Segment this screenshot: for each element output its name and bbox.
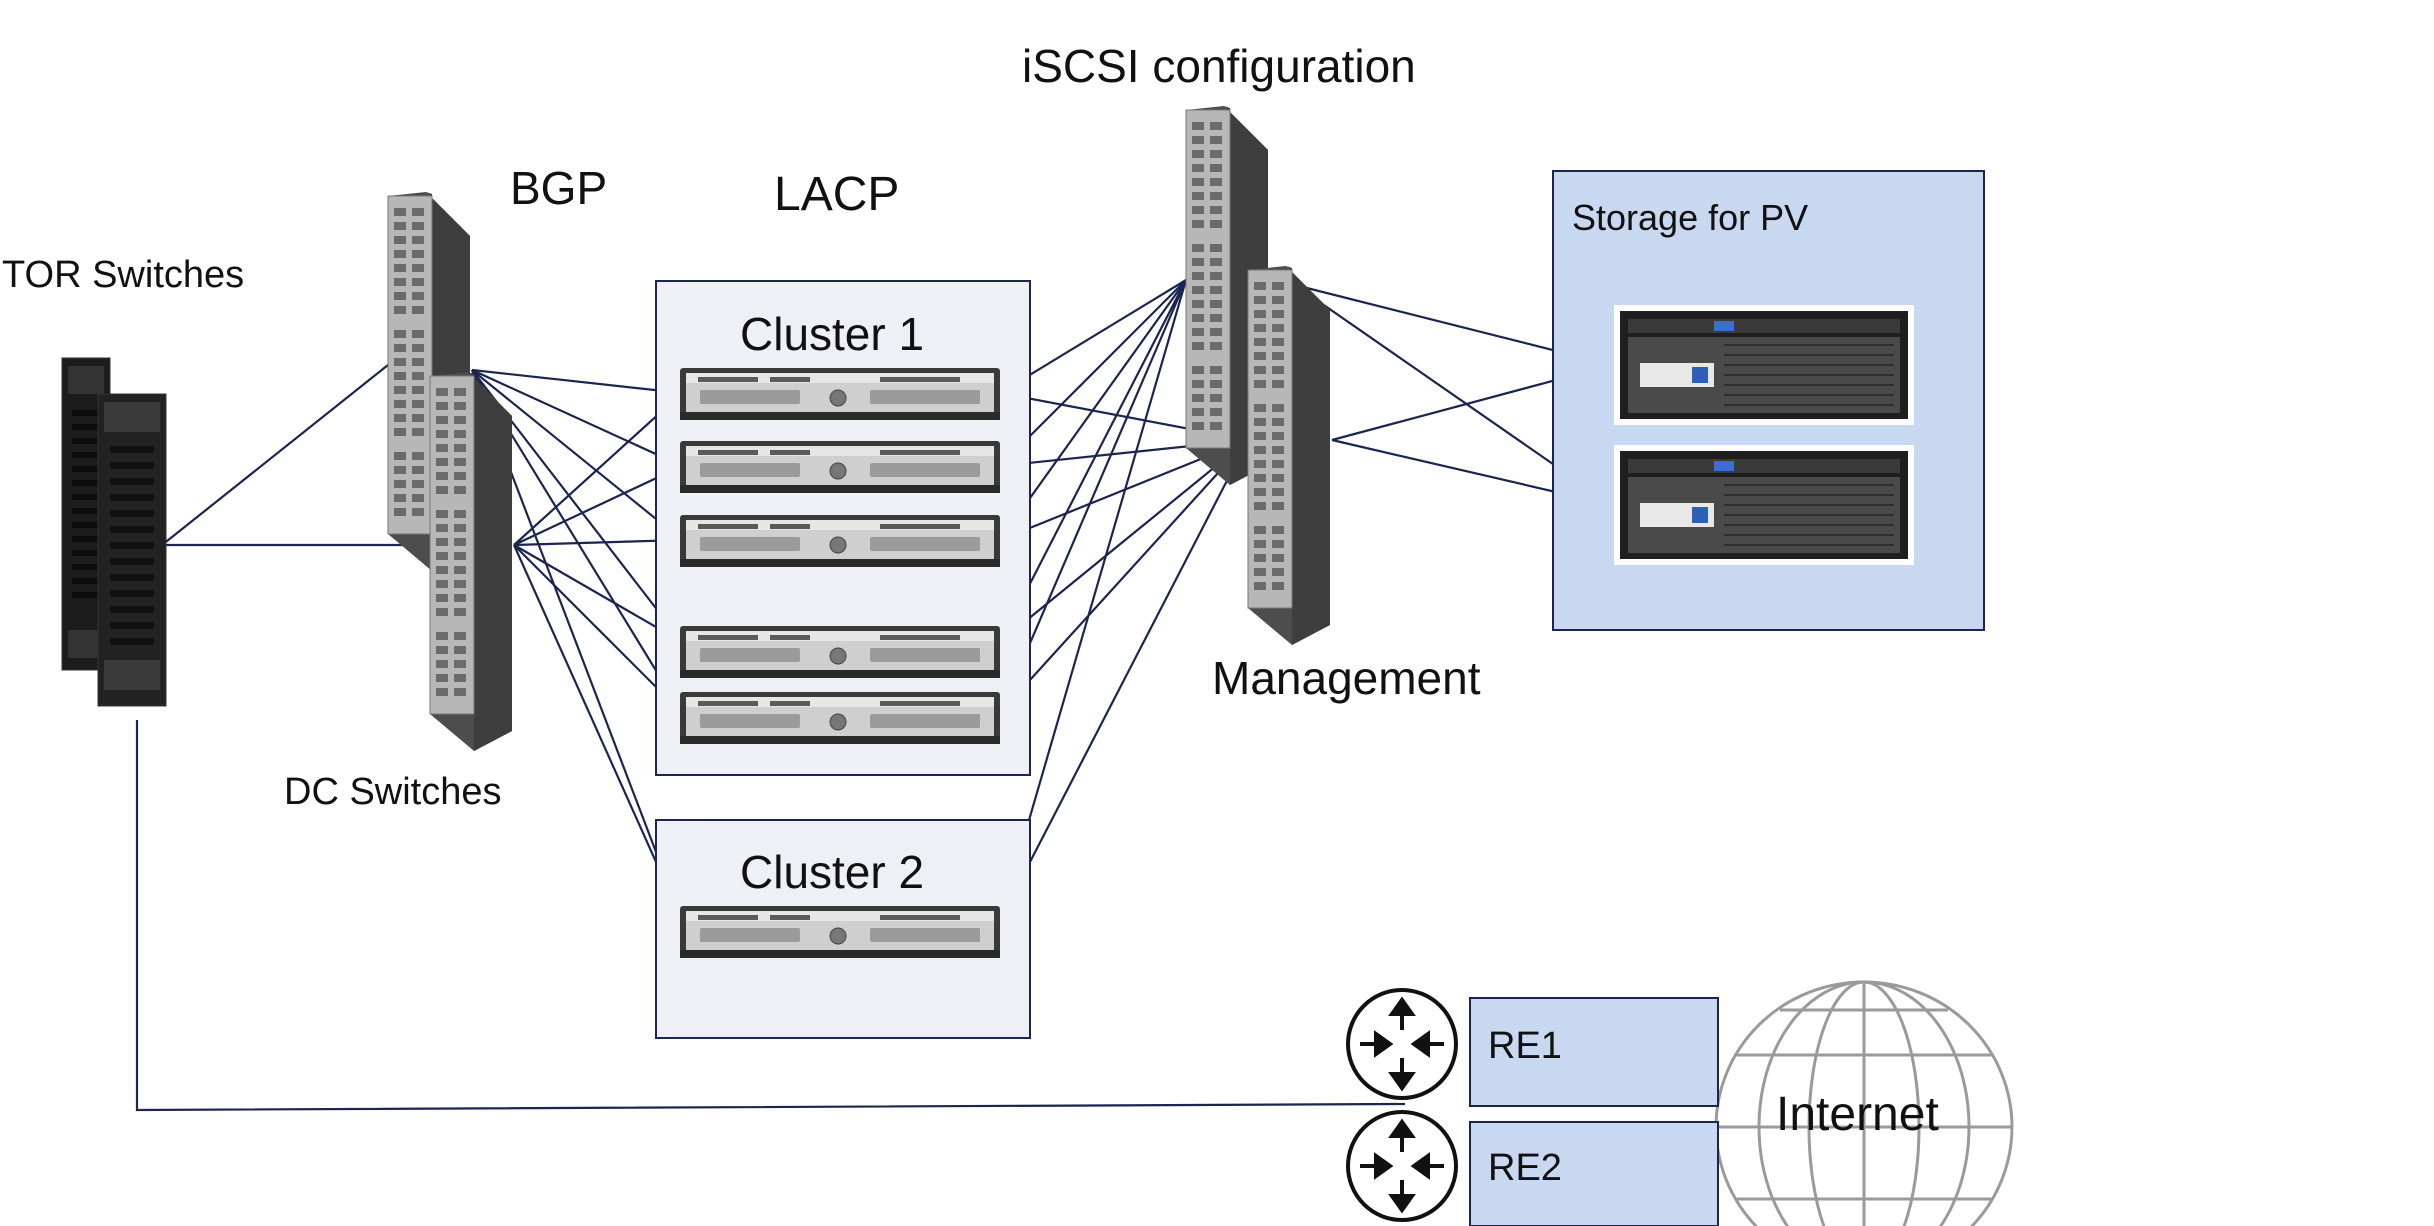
dc-switches-label: DC Switches	[284, 771, 502, 813]
bgp-label: BGP	[510, 162, 607, 214]
iscsi-label: iSCSI configuration	[1022, 40, 1416, 92]
cluster-1-label: Cluster 1	[740, 308, 924, 360]
router-icon	[1346, 988, 1458, 1100]
storage-array-icon	[1613, 444, 1915, 566]
network-switch-icon	[1247, 265, 1331, 646]
rack-server-icon	[679, 625, 1001, 679]
storage-label: Storage for PV	[1572, 197, 1808, 238]
re2-box	[1469, 1121, 1719, 1226]
internet-label: Internet	[1776, 1088, 1939, 1141]
re1-box	[1469, 997, 1719, 1107]
rack-server-icon	[679, 691, 1001, 745]
router-icon	[1346, 1110, 1458, 1222]
rack-server-icon	[679, 514, 1001, 568]
lacp-label: LACP	[774, 168, 899, 221]
storage-array-icon	[1613, 304, 1915, 426]
network-switch-icon	[429, 371, 513, 752]
cluster-2-label: Cluster 2	[740, 846, 924, 898]
re2-label: RE2	[1488, 1147, 1562, 1189]
rack-server-icon	[679, 367, 1001, 421]
re1-label: RE1	[1488, 1025, 1562, 1067]
tor-switches-label: TOR Switches	[2, 254, 244, 296]
rack-server-icon	[679, 905, 1001, 959]
cisco-router-icon	[97, 393, 167, 707]
rack-server-icon	[679, 440, 1001, 494]
management-label: Management	[1212, 652, 1481, 704]
